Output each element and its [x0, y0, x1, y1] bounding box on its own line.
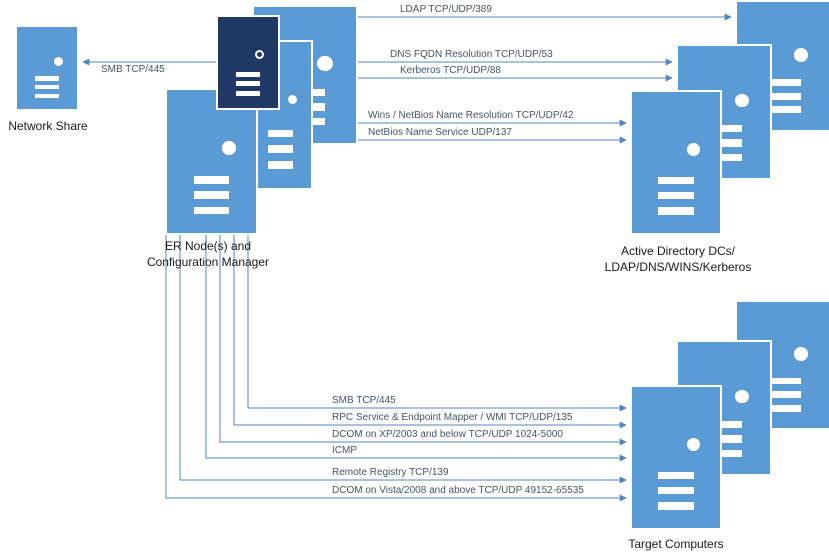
edge-smb-target: [247, 235, 627, 412]
server-vents-icon: [658, 176, 694, 215]
caption-er-line2: Configuration Manager: [146, 255, 270, 269]
server-power-dot-icon: [54, 56, 64, 66]
target-server-front-icon: [630, 385, 722, 530]
server-power-dot-icon: [255, 49, 265, 59]
server-power-dot-icon: [794, 48, 808, 62]
server-vents-icon: [764, 377, 802, 412]
edge-label-ldap: LDAP TCP/UDP/389: [400, 4, 492, 15]
caption-network-share: Network Share: [8, 119, 88, 133]
server-power-dot-icon: [222, 141, 236, 155]
network-share-server-icon: [15, 25, 79, 111]
edge-label-dcom-legacy: DCOM on XP/2003 and below TCP/UDP 1024-5…: [332, 429, 563, 440]
edge-label-remote-registry: Remote Registry TCP/139: [332, 467, 449, 478]
server-vents-icon: [193, 175, 230, 215]
edge-icmp: [205, 235, 627, 462]
edge-remote-registry: [179, 235, 627, 484]
edge-label-icmp: ICMP: [332, 445, 357, 456]
server-power-dot-icon: [735, 389, 749, 404]
edge-rpc-wmi: [233, 235, 627, 429]
ad-server-front-icon: [630, 90, 722, 235]
server-vents-icon: [268, 129, 293, 169]
server-power-dot-icon: [735, 93, 749, 108]
caption-er-line1: ER Node(s) and: [164, 239, 252, 253]
caption-ad-line1: Active Directory DCs/: [620, 244, 736, 258]
edge-label-dcom-modern: DCOM on Vista/2008 and above TCP/UDP 491…: [332, 485, 584, 496]
server-power-dot-icon: [686, 142, 700, 156]
server-power-dot-icon: [794, 347, 808, 362]
edge-label-wins: Wins / NetBios Name Resolution TCP/UDP/4…: [368, 110, 574, 121]
edge-dcom-modern: [165, 235, 627, 502]
server-vents-icon: [658, 471, 694, 510]
er-server-front-icon: [165, 88, 258, 235]
server-power-dot-icon: [287, 94, 297, 104]
edge-dcom-legacy: [219, 235, 627, 446]
edge-label-smb-target: SMB TCP/445: [332, 395, 396, 406]
edge-label-dns: DNS FQDN Resolution TCP/UDP/53: [390, 49, 553, 60]
server-vents-icon: [35, 76, 59, 99]
caption-er-cluster: ER Node(s) and Configuration Manager: [118, 238, 298, 270]
er-server-dark-icon: [216, 15, 280, 110]
edge-label-netbios: NetBios Name Service UDP/137: [368, 127, 512, 138]
edge-label-rpc-wmi: RPC Service & Endpoint Mapper / WMI TCP/…: [332, 412, 573, 423]
caption-target-cluster: Target Computers: [628, 537, 724, 551]
server-power-dot-icon: [686, 437, 700, 451]
server-vents-icon: [236, 71, 260, 97]
caption-ad-line2: LDAP/DNS/WINS/Kerberos: [604, 260, 752, 274]
edge-label-kerberos: Kerberos TCP/UDP/88: [400, 65, 501, 76]
caption-ad-cluster: Active Directory DCs/ LDAP/DNS/WINS/Kerb…: [578, 243, 778, 275]
server-power-dot-icon: [317, 55, 333, 72]
edge-label-smb-share: SMB TCP/445: [101, 64, 165, 75]
server-vents-icon: [764, 78, 802, 114]
server-vents-icon: [705, 421, 743, 457]
server-vents-icon: [705, 125, 743, 161]
